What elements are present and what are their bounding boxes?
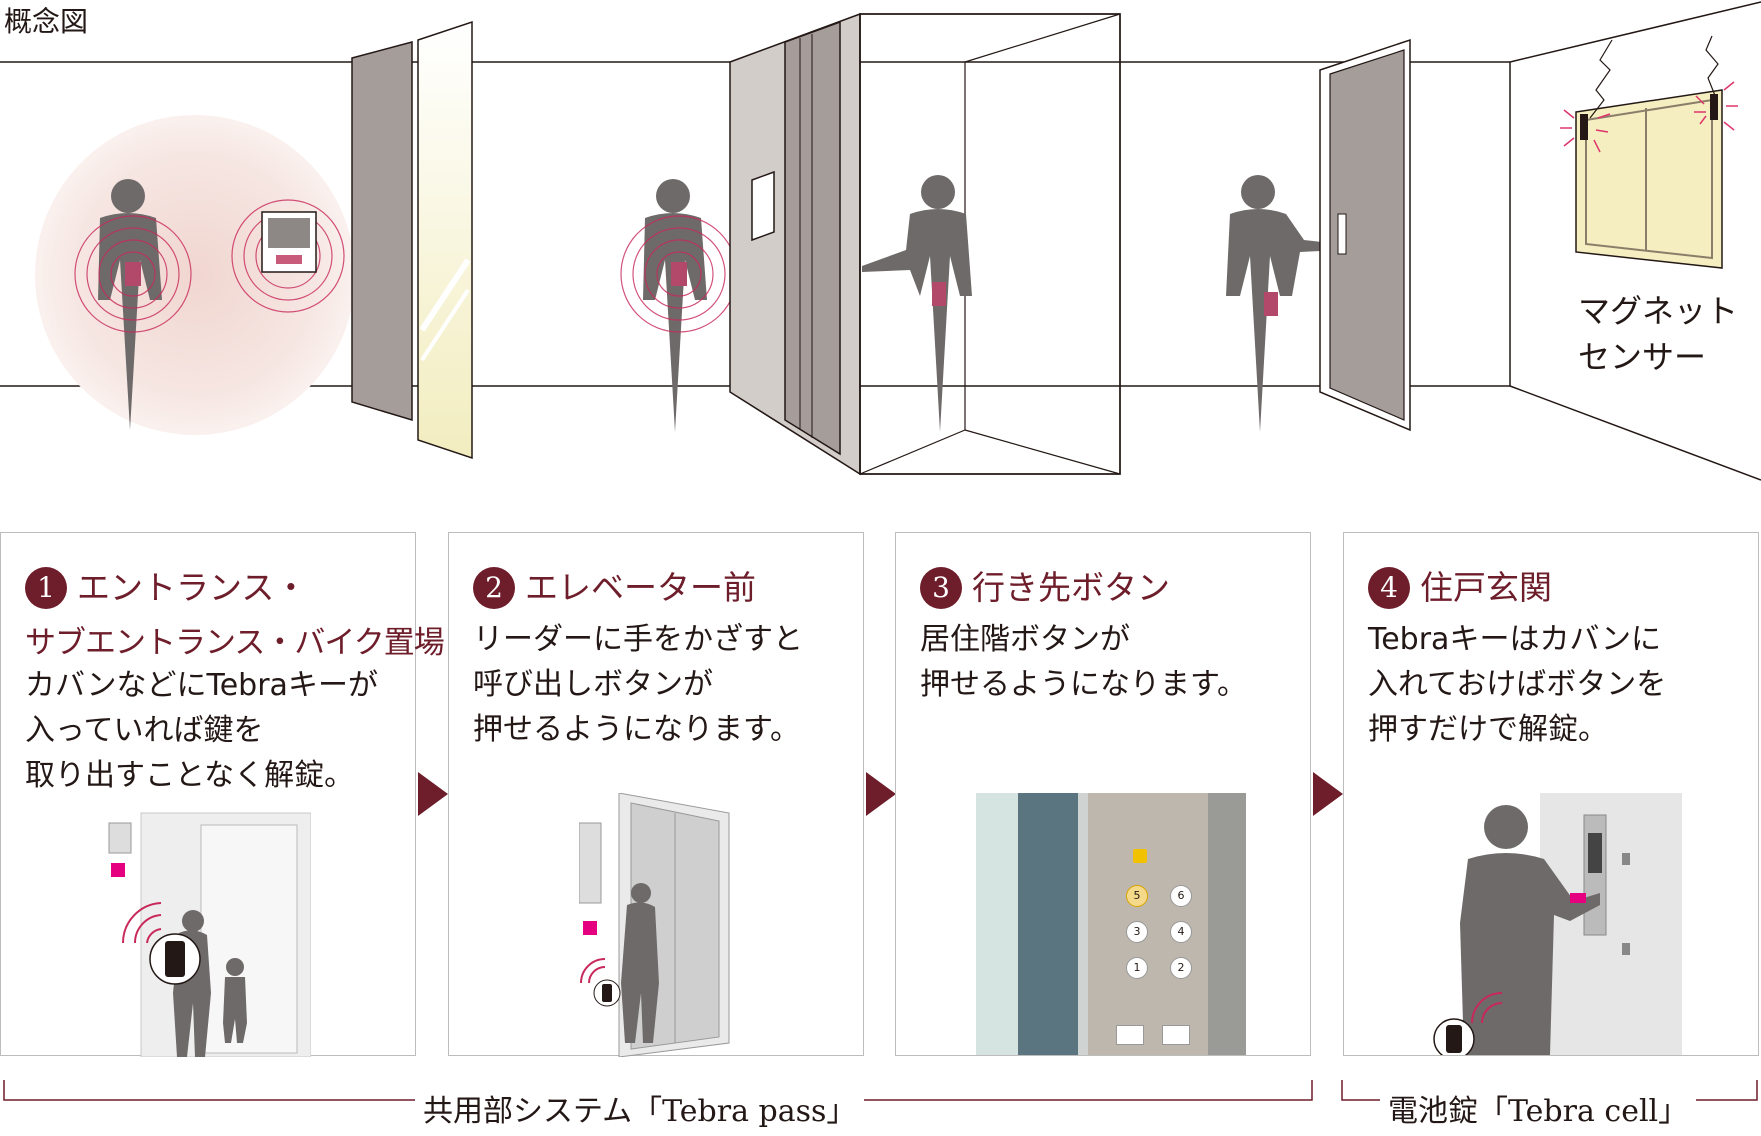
phone-icon — [1133, 849, 1147, 863]
door-close-button[interactable] — [1162, 1025, 1190, 1045]
entrance-illustration — [108, 812, 311, 1057]
step-2-number: 2 — [473, 567, 515, 609]
key-fob-1 — [125, 262, 141, 286]
battery-lock-label: 電池錠「Tebra cell」 — [1380, 1086, 1697, 1130]
floor-button-5[interactable]: 5 — [1126, 885, 1148, 907]
floor-button-1[interactable]: 1 — [1126, 957, 1148, 979]
step-arrow-3 — [1313, 772, 1343, 816]
floor-button-6[interactable]: 6 — [1170, 885, 1192, 907]
magnet-sensor-label: マグネット センサー — [1578, 292, 1739, 376]
unit-door-illustration — [1433, 793, 1682, 1055]
elevator-hall-illustration — [579, 793, 730, 1057]
floor-button-3[interactable]: 3 — [1126, 921, 1148, 943]
common-system-label: 共用部システム「Tebra pass」 — [415, 1086, 865, 1130]
key-fob-3 — [932, 282, 946, 306]
window — [1575, 89, 1723, 269]
step-2-body: リーダーに手をかざすと 呼び出しボタンが 押せるようになります。 — [473, 622, 803, 747]
person-at-unit-door — [1226, 175, 1340, 432]
person-entrance — [98, 179, 162, 430]
unit-door — [1329, 49, 1405, 421]
elevator-cab — [859, 13, 1121, 475]
key-fob-2 — [671, 262, 687, 286]
step-3-number: 3 — [920, 567, 962, 609]
floor-button-2[interactable]: 2 — [1170, 957, 1192, 979]
step-arrow-1 — [418, 772, 448, 816]
door-open-button[interactable] — [1116, 1025, 1144, 1045]
step-1-number: 1 — [25, 567, 67, 609]
person-elevator-hall — [643, 179, 707, 432]
concept-label: 概念図 — [4, 5, 89, 38]
magnet-sensor-icon — [1560, 35, 1738, 153]
step-3-body: 居住階ボタンが 押せるようになります。 — [920, 622, 1247, 702]
step-1-body: カバンなどにTebraキーが 入っていれば鍵を 取り出すことなく解錠。 — [25, 668, 378, 793]
entrance-glass-door — [417, 20, 473, 460]
unit-door-handle — [1337, 213, 1347, 255]
person-in-elevator — [862, 175, 972, 432]
elevator-reader — [751, 170, 775, 242]
entrance-detection-glow — [35, 115, 355, 435]
signal-rings-1 — [74, 215, 192, 333]
step-4-body: Tebraキーはカバンに 入れておけばボタンを 押すだけで解錠。 — [1368, 622, 1667, 747]
step-1-title-line2: サブエントランス・バイク置場 — [25, 625, 445, 661]
signal-rings-2 — [620, 215, 738, 333]
step-arrow-2 — [866, 772, 896, 816]
floor-button-4[interactable]: 4 — [1170, 921, 1192, 943]
key-fob-4 — [1264, 292, 1278, 316]
step-4-number: 4 — [1368, 567, 1410, 609]
concept-scene — [0, 1, 1761, 481]
entrance-reader — [231, 199, 345, 313]
entrance-door — [351, 41, 413, 422]
